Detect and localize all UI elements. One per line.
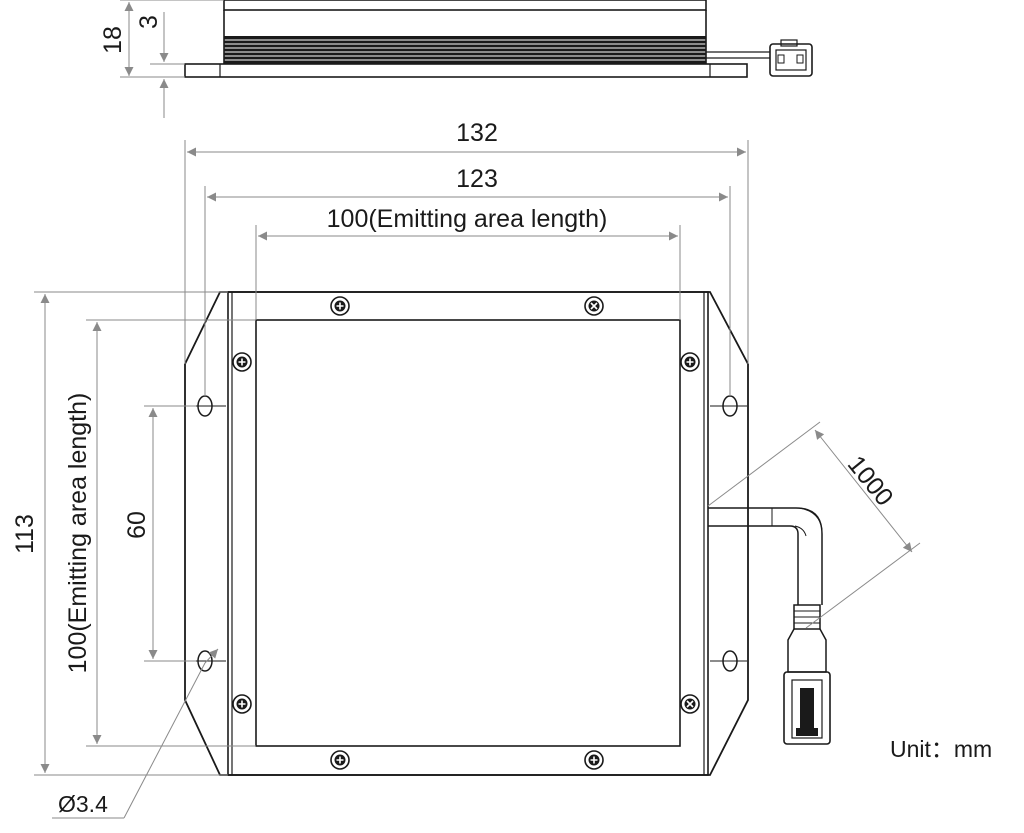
dim-overall-width: 132: [456, 119, 498, 147]
screw-icon: [584, 750, 604, 770]
dim-emitting-height: 100(Emitting area length): [64, 393, 92, 674]
screw-icon: [330, 750, 350, 770]
dim-hole-spacing-width: 123: [456, 165, 498, 193]
screw-icon: [232, 352, 252, 372]
side-view-fins: [224, 39, 706, 61]
side-view-base: [184, 63, 748, 78]
screw-icon: [584, 296, 604, 316]
cable: [708, 507, 823, 605]
dim-overall-height: 113: [11, 514, 39, 554]
side-view-cover: [223, 0, 707, 11]
emitting-area: [255, 319, 681, 747]
side-view-connector: [769, 39, 813, 77]
mounting-hole-icon: [710, 650, 747, 672]
unit-label: Unit：mm: [890, 736, 992, 762]
dim-emitting-width: 100(Emitting area length): [327, 205, 608, 233]
dim-total-thickness: 18: [99, 26, 127, 54]
front-view: [184, 291, 831, 776]
mounting-holes: [187, 395, 747, 672]
screw-icon: [680, 352, 700, 372]
screw-icon: [232, 694, 252, 714]
mounting-hole-icon: [710, 395, 747, 417]
screw-icon: [330, 296, 350, 316]
side-view-heatsink: [224, 36, 706, 64]
dim-base-thickness: 3: [135, 15, 163, 29]
outer-flange: [184, 291, 749, 776]
dim-hole-diameter: Ø3.4: [58, 791, 108, 817]
dim-hole-spacing-height: 60: [123, 511, 151, 539]
dimension-lines: [34, 140, 921, 819]
dimension-labels: 132 123 100(Emitting area length) 113 10…: [11, 119, 992, 817]
dim-cable-length: 1000: [842, 451, 899, 512]
cable-connector: [783, 604, 831, 745]
side-view: 18 3: [99, 0, 813, 118]
mounting-screws: [232, 296, 700, 770]
housing-frame: [227, 291, 709, 776]
screw-icon: [680, 694, 700, 714]
